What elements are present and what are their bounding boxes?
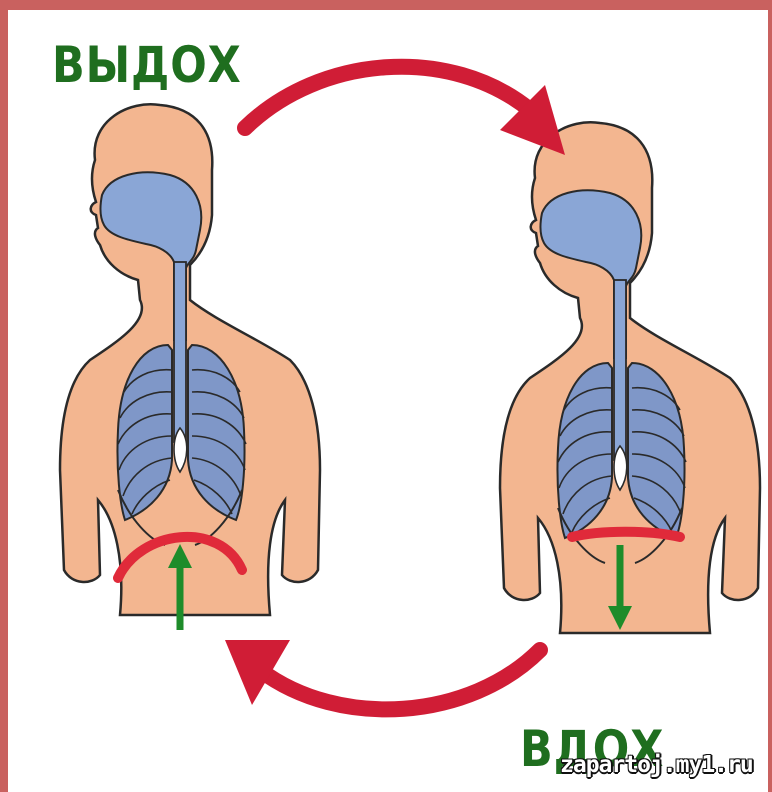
cycle-arrow-bottom-icon	[225, 640, 540, 709]
inhale-figure	[500, 122, 760, 633]
exhale-label: ВЫДОХ	[52, 36, 242, 94]
exhale-figure	[60, 104, 320, 630]
watermark: zapartoj.my1.ru	[560, 752, 753, 778]
diaphragm-flat	[572, 532, 680, 537]
cycle-arrow-top-icon	[245, 67, 565, 155]
